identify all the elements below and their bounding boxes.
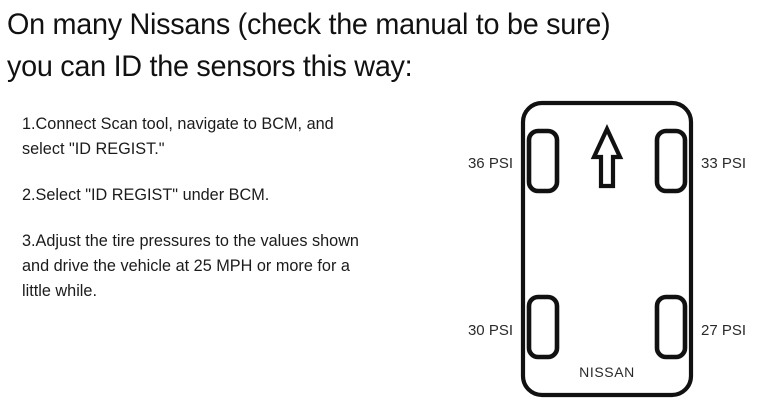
instruction-step-1: 1.Connect Scan tool, navigate to BCM, an…: [22, 112, 455, 162]
step-3-line-3: little while.: [22, 282, 97, 300]
psi-label-front-left: 36 PSI: [468, 155, 513, 172]
instruction-step-3: 3.Adjust the tire pressures to the value…: [22, 229, 455, 304]
page-title: On many Nissans (check the manual to be …: [7, 4, 733, 88]
car-body-outline: [520, 100, 694, 398]
psi-label-rear-left: 30 PSI: [468, 322, 513, 339]
tire-rear-right: [654, 294, 688, 360]
psi-label-rear-right: 27 PSI: [701, 322, 746, 339]
vehicle-tire-pressure-diagram: 36 PSI 33 PSI 30 PSI 27 PSI NISSAN: [440, 88, 768, 410]
step-1-line-2: select "ID REGIST.": [22, 140, 165, 158]
step-1-line-1: 1.Connect Scan tool, navigate to BCM, an…: [22, 115, 334, 133]
tire-front-left: [526, 128, 560, 194]
step-2-line-1: 2.Select "ID REGIST" under BCM.: [22, 186, 270, 204]
vehicle-brand-label: NISSAN: [579, 364, 635, 380]
tire-rear-left: [526, 294, 560, 360]
step-3-line-2: and drive the vehicle at 25 MPH or more …: [22, 257, 350, 275]
psi-label-front-right: 33 PSI: [701, 155, 746, 172]
instruction-step-2: 2.Select "ID REGIST" under BCM.: [22, 183, 455, 208]
tire-front-right: [654, 128, 688, 194]
step-3-line-1: 3.Adjust the tire pressures to the value…: [22, 232, 359, 250]
page-title-line-2: you can ID the sensors this way:: [7, 50, 413, 83]
page-title-line-1: On many Nissans (check the manual to be …: [7, 8, 611, 41]
instruction-list: 1.Connect Scan tool, navigate to BCM, an…: [22, 112, 462, 304]
up-arrow-icon: [590, 124, 624, 189]
